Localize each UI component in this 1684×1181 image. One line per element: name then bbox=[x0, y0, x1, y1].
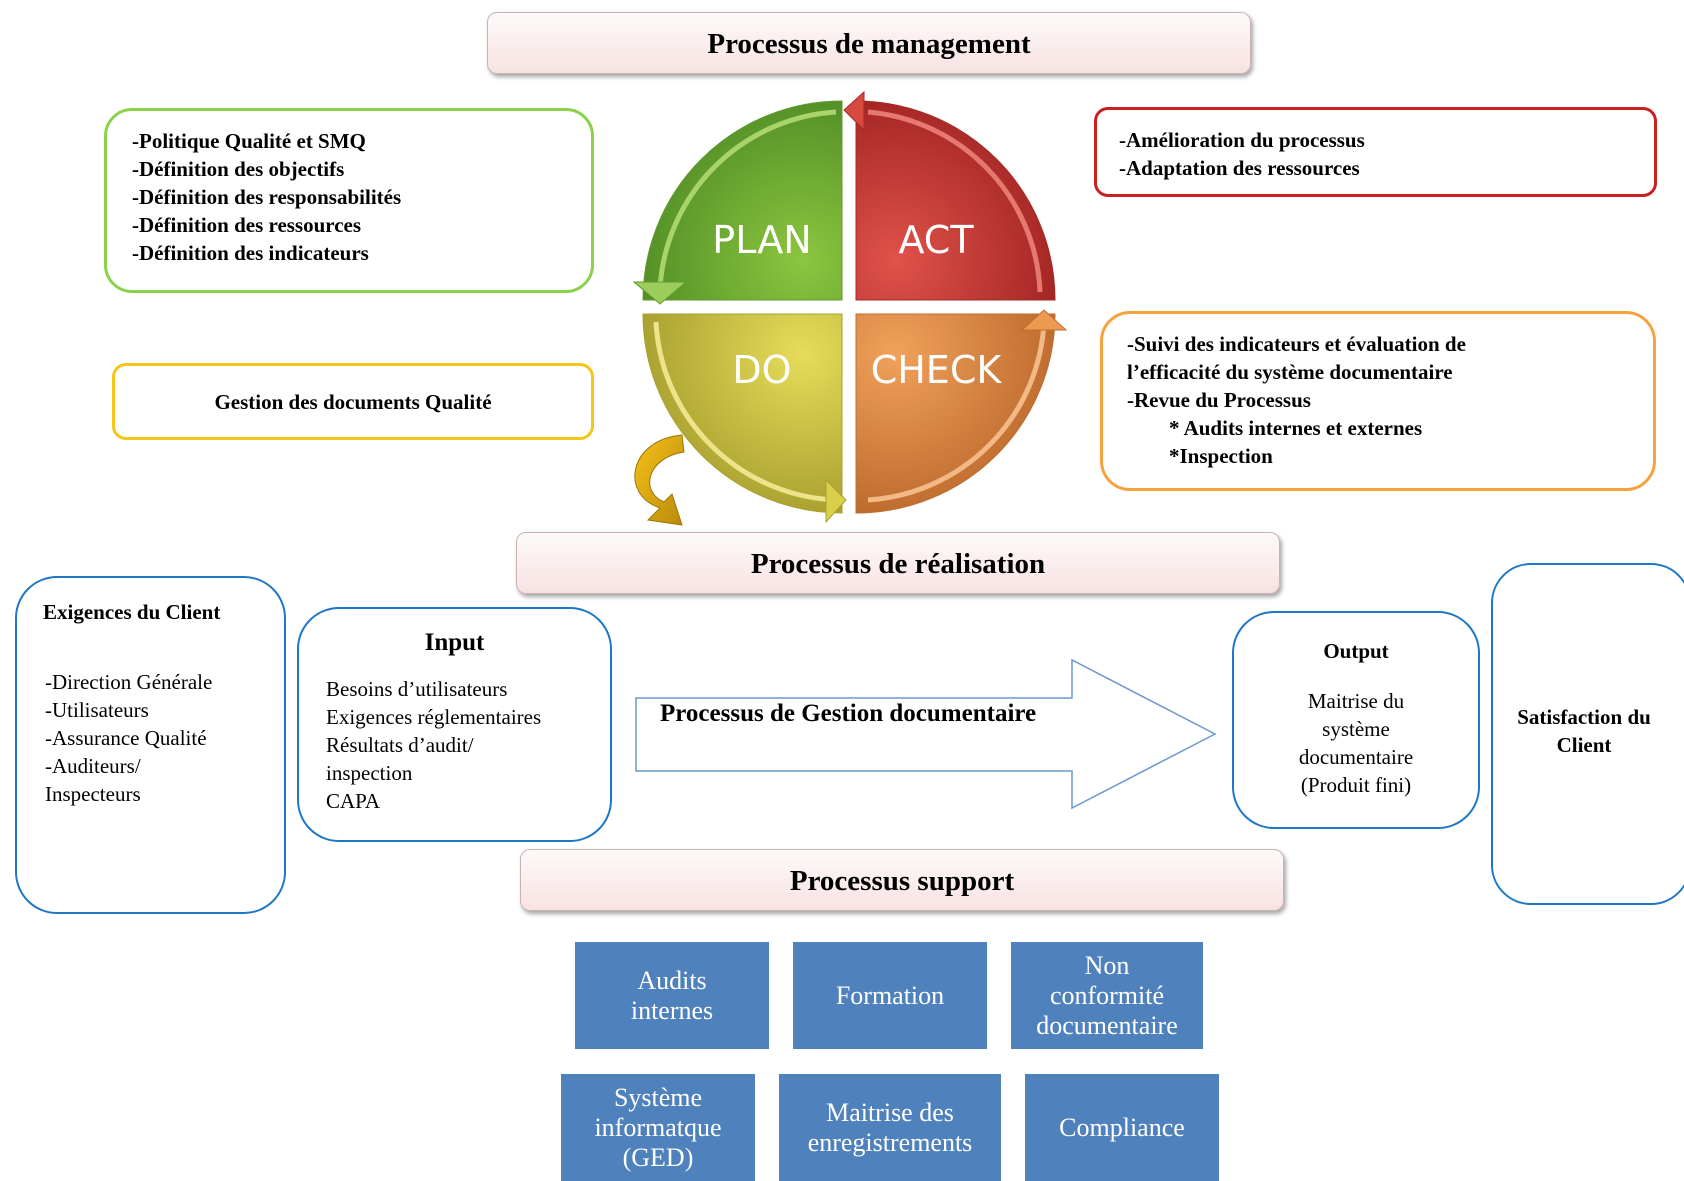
tile-text: documentaire bbox=[1036, 1010, 1178, 1040]
check-item: * Audits internes et externes bbox=[1169, 416, 1423, 440]
tile-text: informatque bbox=[594, 1112, 722, 1142]
support-process-banner: Processus support bbox=[520, 849, 1284, 911]
tile-text: Système bbox=[613, 1082, 703, 1112]
tile-text: internes bbox=[630, 995, 714, 1025]
act-label: ACT bbox=[898, 218, 974, 262]
check-item: *Inspection bbox=[1169, 444, 1273, 468]
tile-text: enregistrements bbox=[807, 1127, 973, 1157]
input-title: Input bbox=[424, 629, 485, 656]
tile-non-conformite: Non conformité documentaire bbox=[1011, 942, 1203, 1049]
check-arrowhead bbox=[1020, 309, 1068, 331]
check-label: CHECK bbox=[870, 348, 1002, 392]
act-quadrant bbox=[855, 100, 1056, 301]
tile-text: Compliance bbox=[1059, 1112, 1185, 1142]
tile-text: conformité bbox=[1049, 980, 1165, 1010]
realisation-process-title: Processus de réalisation bbox=[750, 548, 1046, 580]
act-item: -Amélioration du processus bbox=[1119, 128, 1365, 152]
tile-compliance: Compliance bbox=[1025, 1074, 1219, 1181]
do-arc-arrow bbox=[653, 321, 837, 503]
realisation-process-banner: Processus de réalisation bbox=[516, 532, 1280, 594]
plan-item: -Définition des responsabilités bbox=[132, 185, 402, 209]
management-process-title: Processus de management bbox=[707, 28, 1031, 60]
output-item: système bbox=[1322, 717, 1390, 741]
plan-label: PLAN bbox=[712, 218, 812, 262]
input-item: Besoins d’utilisateurs bbox=[326, 677, 508, 701]
act-item: -Adaptation des ressources bbox=[1119, 156, 1360, 180]
input-item: CAPA bbox=[326, 789, 381, 813]
plan-arrowhead bbox=[632, 281, 688, 305]
check-arc-arrow bbox=[867, 321, 1047, 503]
tile-maitrise-enregistrements: Maitrise des enregistrements bbox=[779, 1074, 1001, 1181]
check-item: -Suivi des indicateurs et évaluation de bbox=[1127, 332, 1466, 356]
tile-systeme-informatique: Système informatque (GED) bbox=[561, 1074, 755, 1181]
check-box: -Suivi des indicateurs et évaluation de … bbox=[1100, 311, 1656, 491]
client-requirement-item: -Utilisateurs bbox=[45, 698, 149, 722]
tile-text: Maitrise des bbox=[826, 1097, 954, 1127]
tile-formation: Formation bbox=[793, 942, 987, 1049]
client-requirement-item: Inspecteurs bbox=[45, 782, 141, 806]
input-item: Résultats d’audit/ bbox=[326, 733, 474, 757]
check-item: -Revue du Processus bbox=[1127, 388, 1311, 412]
tile-text: (GED) bbox=[622, 1142, 694, 1172]
client-satisfaction-box: Satisfaction du Client bbox=[1491, 563, 1684, 905]
curved-arrow-icon bbox=[634, 434, 685, 526]
check-quadrant bbox=[855, 313, 1056, 514]
plan-arc-arrow bbox=[657, 109, 837, 289]
input-box: Input Besoins d’utilisateurs Exigences r… bbox=[297, 607, 612, 842]
plan-item: -Définition des ressources bbox=[132, 213, 362, 237]
client-requirements-box: Exigences du Client -Direction Générale … bbox=[15, 576, 286, 914]
support-process-title: Processus support bbox=[789, 865, 1015, 897]
management-process-banner: Processus de management bbox=[487, 12, 1251, 74]
satisfaction-line: Client bbox=[1556, 733, 1612, 757]
output-item: Maitrise du bbox=[1307, 689, 1405, 713]
act-box: -Amélioration du processus -Adaptation d… bbox=[1094, 107, 1657, 197]
do-label: DO bbox=[732, 348, 792, 392]
process-arrow-label: Processus de Gestion documentaire bbox=[660, 700, 1037, 727]
output-title: Output bbox=[1323, 639, 1389, 663]
plan-item: -Définition des indicateurs bbox=[132, 241, 369, 265]
tile-audits-internes: Audits internes bbox=[575, 942, 769, 1049]
plan-quadrant bbox=[642, 100, 843, 301]
output-item: documentaire bbox=[1298, 745, 1414, 769]
plan-box: -Politique Qualité et SMQ -Définition de… bbox=[104, 108, 594, 293]
client-requirements-title: Exigences du Client bbox=[43, 600, 221, 624]
plan-item: -Politique Qualité et SMQ bbox=[132, 129, 366, 153]
act-arrowhead bbox=[843, 90, 865, 132]
process-arrow-shape bbox=[635, 658, 1217, 810]
do-box-text: Gestion des documents Qualité bbox=[214, 389, 492, 414]
do-box: Gestion des documents Qualité bbox=[112, 363, 594, 440]
do-arrowhead bbox=[825, 478, 847, 524]
tile-text: Audits bbox=[637, 965, 707, 995]
tile-text: Non bbox=[1084, 950, 1130, 980]
client-requirement-item: -Direction Générale bbox=[45, 670, 213, 694]
input-item: Exigences réglementaires bbox=[326, 705, 542, 729]
check-item: l’efficacité du système documentaire bbox=[1127, 360, 1453, 384]
plan-item: -Définition des objectifs bbox=[132, 157, 345, 181]
output-box: Output Maitrise du système documentaire … bbox=[1232, 611, 1480, 829]
input-item: inspection bbox=[326, 761, 413, 785]
output-item: (Produit fini) bbox=[1300, 773, 1412, 797]
client-requirement-item: -Auditeurs/ bbox=[45, 754, 141, 778]
satisfaction-line: Satisfaction du bbox=[1517, 705, 1651, 729]
do-quadrant bbox=[642, 313, 843, 514]
client-requirement-item: -Assurance Qualité bbox=[45, 726, 207, 750]
act-arc-arrow bbox=[867, 109, 1043, 293]
tile-text: Formation bbox=[835, 980, 945, 1010]
